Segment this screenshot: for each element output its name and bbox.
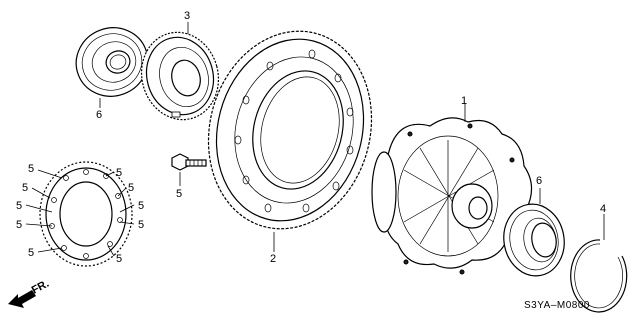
callout-snap-ring: 4 — [600, 203, 606, 215]
callout-ring-gear: 2 — [270, 253, 276, 265]
bolt-callout-3: 5 — [22, 182, 28, 194]
callout-bearing-top: 6 — [96, 109, 102, 121]
bolt-callout-2: 5 — [116, 167, 122, 179]
callout-bearing-right: 6 — [536, 175, 542, 187]
bolt-callout-8: 5 — [138, 219, 144, 231]
callout-bolt: 5 — [176, 188, 182, 200]
front-direction-label: FR. — [30, 278, 51, 297]
ring-gear-bolt — [171, 153, 207, 171]
ring-gear — [207, 30, 373, 230]
callout-diff-case: 1 — [461, 95, 467, 107]
bolt-pattern-detail — [39, 161, 133, 267]
front-direction-arrow-icon — [8, 290, 36, 308]
bolt-callout-9: 5 — [28, 247, 34, 259]
bolt-callout-7: 5 — [16, 219, 22, 231]
bolt-callout-1: 5 — [28, 163, 34, 175]
differential-case — [371, 117, 533, 275]
diagram-code: S3YA–M0800 — [524, 300, 590, 311]
bolt-callout-6: 5 — [138, 200, 144, 212]
callout-pinion: 3 — [184, 10, 190, 22]
snap-ring — [570, 239, 628, 313]
taper-bearing-right — [503, 203, 565, 277]
bolt-callout-5: 5 — [16, 200, 22, 212]
pinion-gear — [140, 31, 220, 121]
ball-bearing-top — [75, 27, 149, 97]
bolt-callout-4: 5 — [128, 182, 134, 194]
bolt-pattern-leaders — [25, 169, 135, 257]
bolt-callout-10: 5 — [116, 253, 122, 265]
